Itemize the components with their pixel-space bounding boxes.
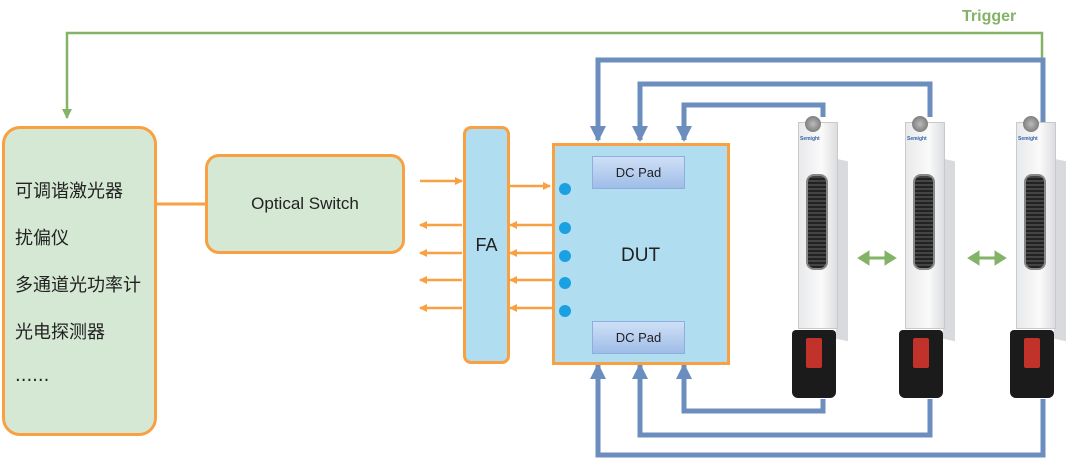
latch-icon: [913, 338, 929, 368]
trigger-line: [62, 31, 1044, 122]
module1-top-line: [676, 102, 826, 142]
optical-switch-label: Optical Switch: [251, 194, 359, 213]
port-dot: [559, 305, 571, 317]
latch-icon: [1024, 338, 1040, 368]
dut-box: DC Pad DUT DC Pad: [552, 143, 730, 365]
module1-bottom-line: [676, 363, 826, 414]
instrument-item: 光电探测器: [15, 322, 105, 343]
module-brand: Semight: [907, 136, 927, 142]
dc-pad-bottom: DC Pad: [592, 321, 685, 354]
port-dot: [559, 250, 571, 262]
module-link-2: [967, 250, 1007, 266]
fa-label: FA: [475, 234, 498, 255]
dut-label: DUT: [621, 245, 661, 266]
connector-icon: [1024, 174, 1046, 270]
module3-bottom-line: [590, 363, 1046, 458]
module2-top-line: [632, 81, 933, 142]
port-dot: [559, 183, 571, 195]
port-dot: [559, 277, 571, 289]
instrument-item: ......: [15, 365, 50, 386]
instrument-module-1: Semight: [792, 116, 850, 402]
module-link-1: [857, 250, 897, 266]
connector-icon: [913, 174, 935, 270]
instrument-item: 可调谐激光器: [15, 181, 123, 202]
module3-top-line: [590, 57, 1046, 142]
knob-icon: [805, 116, 821, 132]
knob-icon: [912, 116, 928, 132]
module2-bottom-line: [632, 363, 933, 438]
instrument-module-3: Semight: [1010, 116, 1068, 402]
latch-icon: [806, 338, 822, 368]
connector-icon: [806, 174, 828, 270]
module-brand: Semight: [800, 136, 820, 142]
instrument-item: 扰偏仪: [15, 228, 69, 249]
module-brand: Semight: [1018, 136, 1038, 142]
instrument-item: 多通道光功率计: [15, 275, 141, 296]
knob-icon: [1023, 116, 1039, 132]
fa-box: FA: [463, 126, 510, 364]
optical-switch-box: Optical Switch: [205, 154, 405, 254]
instruments-box: 可调谐激光器 扰偏仪 多通道光功率计 光电探测器 ......: [2, 126, 157, 436]
trigger-label: Trigger: [962, 8, 1017, 25]
dc-pad-top: DC Pad: [592, 156, 685, 189]
port-dot: [559, 222, 571, 234]
instrument-module-2: Semight: [899, 116, 957, 402]
